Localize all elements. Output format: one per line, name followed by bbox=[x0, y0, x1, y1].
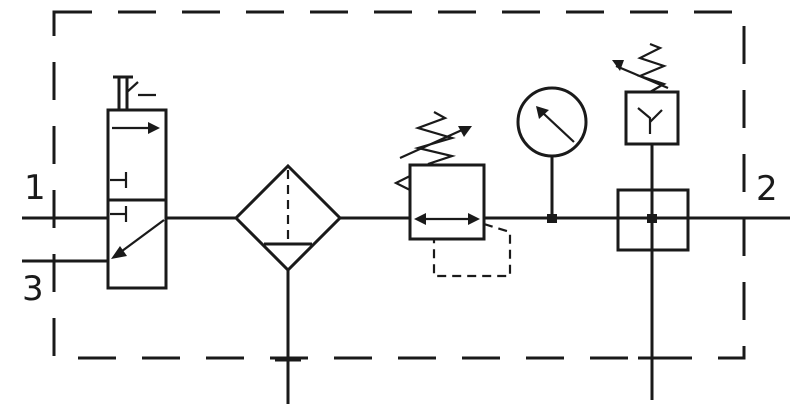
port-2-label: 2 bbox=[756, 169, 778, 209]
shutoff-valve-symbol bbox=[106, 75, 168, 290]
pressure-gauge-symbol bbox=[516, 86, 588, 223]
port-3-label: 3 bbox=[22, 269, 44, 309]
port-1-label: 1 bbox=[24, 168, 46, 208]
pressure-switch-symbol bbox=[612, 42, 680, 190]
pressure-regulator-symbol bbox=[393, 111, 512, 278]
unit-enclosure-dashed bbox=[52, 10, 746, 360]
filter-symbol bbox=[233, 163, 343, 404]
distribution-block-symbol bbox=[616, 188, 690, 400]
